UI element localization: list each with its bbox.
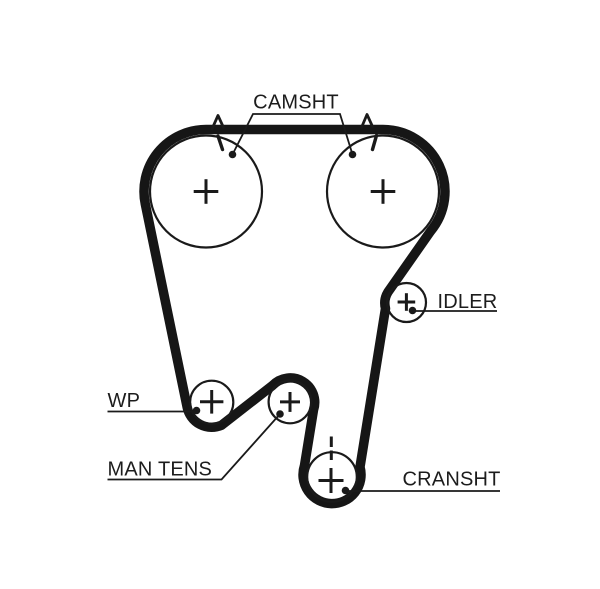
center-cross-icon-tensioner [280, 392, 300, 412]
center-cross-icon-crankshaft [318, 468, 344, 493]
center-cross-icon-cam-right [370, 179, 396, 204]
label-water-pump: WP [108, 390, 141, 412]
leader-dot-cam-right [348, 150, 357, 159]
leader-dot-water-pump [192, 406, 201, 415]
label-camshaft: CAMSHT [253, 92, 339, 114]
camshaft-pulley-left [148, 134, 264, 249]
center-cross-icon-water-pump [200, 390, 224, 414]
timing-mark-dash-cam-right [370, 133, 379, 152]
camshaft-pulley-right [325, 134, 441, 249]
timing-belt-path [139, 124, 450, 509]
manual-tensioner-pulley [267, 379, 313, 425]
label-idler: IDLER [438, 291, 498, 313]
label-manual-tensioner: MAN TENS [108, 459, 213, 481]
timing-mark-icon-cam-right [360, 113, 374, 129]
leader-line-camshaft [231, 113, 354, 155]
center-cross-icon-cam-left [193, 179, 219, 204]
leader-dot-crankshaft [341, 486, 350, 495]
leader-dot-cam-left [228, 150, 237, 159]
timing-mark-dash-cam-left [216, 134, 225, 152]
label-crankshaft: CRANSHT [403, 469, 501, 491]
timing-mark-icon-cam-left [210, 114, 225, 131]
leader-dot-tensioner [276, 410, 284, 418]
water-pump-pulley [188, 379, 235, 425]
center-cross-icon-idler [397, 293, 416, 311]
leader-dot-idler [408, 306, 417, 315]
leader-line-tensioner [107, 413, 281, 481]
idler-pulley [385, 281, 428, 324]
